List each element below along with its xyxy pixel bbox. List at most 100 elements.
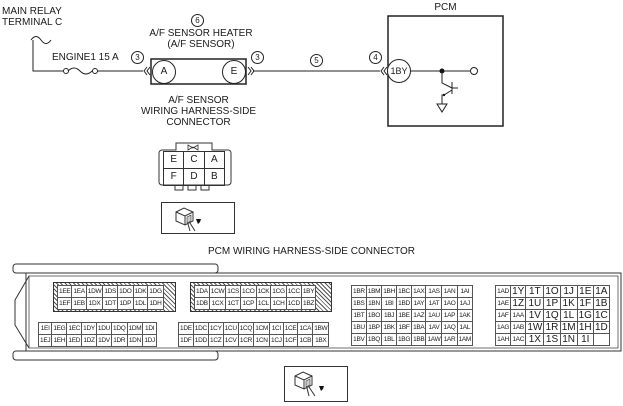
pin-cell: 1CM [253, 322, 271, 335]
pin-cell: 1K [559, 297, 578, 310]
pcm-title: PCM [434, 2, 457, 13]
pin-cell: 1AR [441, 333, 458, 346]
heater-pin-e: E [222, 60, 246, 84]
pin-cell: 1BI [381, 297, 397, 310]
pin-cell: 1AT [425, 297, 443, 310]
pin-cell: 1DD [192, 334, 209, 347]
pin-cell: 1EB [71, 297, 87, 310]
pin-cell: 1A [592, 285, 610, 298]
pin-cell: 1AD [494, 285, 512, 298]
pin-cell: 1AO [441, 297, 458, 310]
pin-cell: 1EF [56, 297, 73, 310]
pin-cell: 1BM [365, 285, 383, 298]
pin-cell: 1J [559, 285, 578, 298]
pin-cell: 1BF [395, 321, 413, 334]
pin-cell: 1DI [142, 322, 157, 335]
wiring-schematic [30, 15, 504, 127]
ref-num-right: 3 [251, 51, 264, 64]
pin-cell: 1U [525, 297, 545, 310]
pin-cell: 1E [576, 285, 594, 298]
pin-cell: 1EG [51, 322, 68, 335]
pin-cell: 1DY [81, 322, 97, 335]
pin-cell: 1BP [365, 321, 383, 334]
pin-cell: 1AH [494, 333, 512, 346]
pin-cell: 1BJ [381, 309, 397, 322]
pin-cell: 1S [543, 333, 561, 346]
pin-cell: 1CO [240, 285, 257, 298]
pin-cell: 1AZ [411, 309, 427, 322]
pcm-pin-1by: 1BY [387, 59, 411, 83]
pin-cell: 1CP [240, 297, 257, 310]
heater-pin-a: A [152, 60, 176, 84]
pin-cell: 1DH [147, 297, 164, 310]
pin-cell: 1N [559, 333, 578, 346]
transistor-collector [441, 71, 453, 89]
pin-cell: 1DB [194, 297, 210, 310]
pin-cell: 1AA [510, 309, 527, 322]
pin-cell: 1CZ [207, 334, 224, 347]
pin-cell: 1I [576, 333, 594, 346]
pin-cell: 1BX [312, 334, 330, 347]
pin-cell: 1DF [178, 334, 194, 347]
af-connector-face [158, 142, 232, 191]
pin-cell: 1T [525, 285, 545, 298]
arrow-icon [196, 219, 208, 228]
pin-cell: 1B [592, 297, 610, 310]
pin-cell: 1AB [510, 321, 527, 334]
pin-cell: 1X [525, 333, 545, 346]
af-connector-pins: E C A F D B [163, 151, 225, 186]
pin-cell: 1EC [66, 322, 83, 335]
latch-icon [187, 144, 199, 151]
pin-cell: 1BC [395, 285, 413, 298]
pin-cell: 1EH [51, 334, 68, 347]
pin-cell: 1AU [425, 309, 443, 322]
pin-cell: 1DC [192, 322, 209, 335]
pin-cell: 1AS [425, 285, 443, 298]
fuse-label: ENGINE1 15 A [52, 52, 119, 63]
main-relay-label: MAIN RELAY TERMINAL C [2, 6, 63, 28]
terminal-symbol [30, 36, 52, 44]
pin-cell: 1DR [111, 334, 128, 347]
pin-cell: 1R [543, 321, 561, 334]
ref-num-left: 3 [131, 51, 144, 64]
pin-cell: 1CL [255, 297, 272, 310]
pin-cell: 1CF [282, 334, 299, 347]
pin-cell: 1AV [425, 321, 443, 334]
pin-cell: 1AY [411, 297, 427, 310]
pin-cell: 1BW [312, 322, 330, 335]
pcm-connector-title: PCM WIRING HARNESS-SIDE CONNECTOR [207, 246, 416, 257]
pin-cell: 1BY [300, 285, 317, 298]
pin-cell: 1Y [510, 285, 527, 298]
pin-cell: 1DZ [81, 334, 97, 347]
fuse-terminal-left [63, 68, 69, 74]
pin-cell: 1BO [365, 309, 383, 322]
pin-cell: 1CE [282, 322, 299, 335]
pin-cell: 1AN [441, 285, 458, 298]
ref-num-heater: 6 [191, 14, 204, 27]
pin-cell: 1DV [95, 334, 113, 347]
pin-cell: 1G [576, 309, 594, 322]
pin-cell: 1CB [297, 334, 314, 347]
pin-cell: 1CC [285, 285, 302, 298]
pin-cell: 1DP [117, 297, 134, 310]
pin-cell: 1P [543, 297, 561, 310]
pin-cell: 1AW [425, 333, 443, 346]
af-pin: E [163, 151, 185, 169]
pin-cell: 1DT [102, 297, 119, 310]
pin-cell: 1AM [456, 333, 474, 346]
pin-cell: 1CT [225, 297, 242, 310]
pin-cell: 1BK [381, 321, 397, 334]
pin-cell: 1CN [253, 334, 271, 347]
